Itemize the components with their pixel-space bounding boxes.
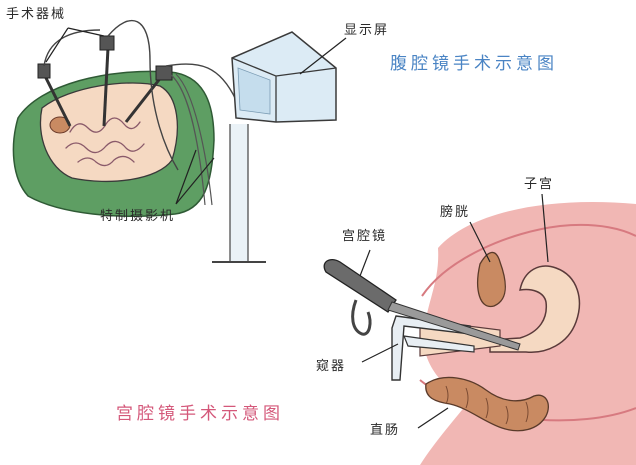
monitor-screen-edge — [231, 57, 337, 122]
laparoscopy-illustration — [12, 19, 347, 263]
rectum — [425, 376, 549, 432]
intestines — [65, 117, 145, 167]
hysteroscopy-title: 宫腔镜手术示意图 — [116, 404, 284, 424]
monitor-screen — [237, 67, 271, 115]
label-speculum: 窥器 — [316, 359, 347, 374]
instrument-middle-handle — [99, 35, 115, 51]
uterus — [489, 265, 581, 353]
label-bladder: 膀胱 — [440, 205, 471, 220]
rectum-folds — [445, 385, 529, 425]
label-uterus: 子宫 — [524, 177, 555, 192]
hysteroscope-shaft — [387, 301, 521, 351]
camera-head — [155, 65, 173, 81]
camera-cable — [169, 73, 213, 206]
bladder — [477, 251, 506, 308]
pointer-speculum — [361, 343, 399, 363]
instrument-left — [42, 73, 72, 127]
pointer-uterus — [541, 193, 549, 263]
pointer-bladder — [469, 221, 491, 263]
speculum-lower-blade — [403, 335, 475, 353]
instrument-middle — [102, 47, 110, 127]
hysteroscope-grip — [351, 299, 372, 336]
pointer-hysteroscope — [359, 249, 371, 277]
label-special-camera: 特制摄影机 — [100, 209, 176, 224]
label-rectum: 直肠 — [370, 423, 401, 438]
pointer-camera — [175, 149, 215, 205]
monitor-stand — [229, 124, 249, 263]
label-surgical-instruments: 手术器械 — [6, 7, 67, 22]
cables — [43, 19, 237, 171]
instrument-left-handle — [37, 63, 51, 79]
hysteroscope-handle — [323, 258, 397, 313]
label-hysteroscope: 宫腔镜 — [342, 229, 388, 244]
hysteroscopy-illustration — [323, 193, 636, 465]
pointer-rectum — [417, 407, 449, 429]
label-monitor: 显示屏 — [344, 23, 390, 38]
instrument-right — [124, 75, 164, 123]
pointer-instruments — [45, 27, 105, 63]
laparoscopy-title: 腹腔镜手术示意图 — [390, 54, 558, 74]
pointer-monitor — [299, 37, 347, 75]
